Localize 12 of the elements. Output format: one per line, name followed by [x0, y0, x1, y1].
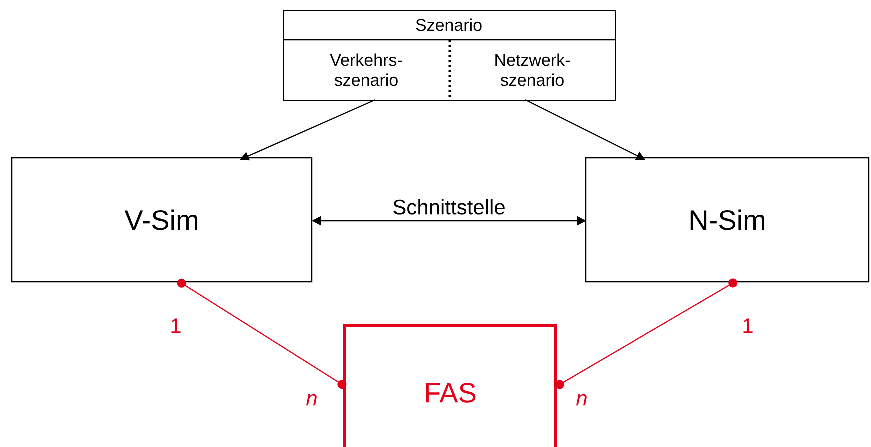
connector [177, 278, 347, 390]
edge-label: Schnittstelle [392, 198, 507, 216]
multiplicity-label: n [306, 394, 317, 406]
multiplicity-label: 1 [172, 318, 181, 334]
simulator-box: V-Sim [11, 157, 313, 283]
scenario-cell: Verkehrs- szenario [330, 54, 402, 86]
multiplicity-label: 1 [744, 318, 753, 334]
simulator-box: N-Sim [585, 157, 870, 283]
connector [555, 278, 738, 390]
multiplicity-label: n [576, 394, 587, 406]
scenario-cell: Netzwerk- szenario [496, 54, 570, 86]
system-box: FAS [344, 324, 558, 447]
